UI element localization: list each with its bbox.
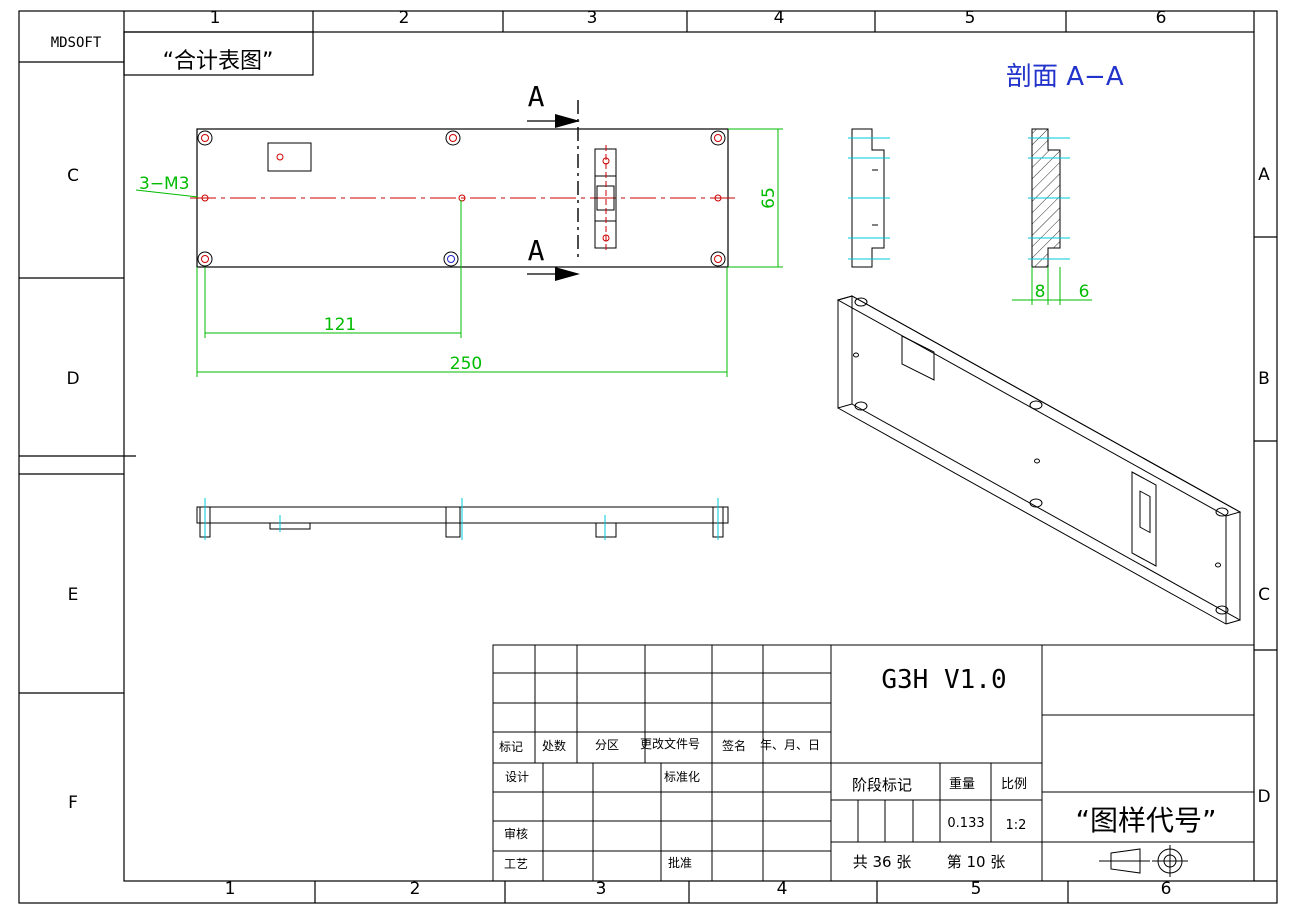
dim-6: 6 bbox=[1079, 282, 1090, 302]
label-design: 设计 bbox=[505, 770, 529, 784]
projection-symbol-icon bbox=[1099, 845, 1188, 877]
col-bottom-2: 2 bbox=[410, 879, 421, 899]
weight-value: 0.133 bbox=[947, 816, 984, 831]
dimensions bbox=[135, 128, 783, 377]
mirror-title: “合计表图” bbox=[163, 49, 274, 74]
col-bottom-6: 6 bbox=[1161, 879, 1172, 899]
row-right-d: D bbox=[1257, 787, 1270, 807]
row-right-c: C bbox=[1258, 585, 1270, 605]
header-date: 年、月、日 bbox=[760, 738, 820, 752]
top-view: A A bbox=[190, 80, 735, 281]
label-weight: 重量 bbox=[949, 776, 975, 792]
row-right-b: B bbox=[1258, 369, 1270, 389]
sheet-number: 第 10 张 bbox=[947, 853, 1006, 871]
header-change-doc: 更改文件号 bbox=[640, 736, 700, 751]
header-sign: 签名 bbox=[722, 738, 746, 753]
col-top-4: 4 bbox=[774, 8, 785, 28]
section-mark-top: A bbox=[528, 80, 545, 113]
col-top-3: 3 bbox=[587, 8, 598, 28]
drawing-code: “图样代号” bbox=[1075, 804, 1216, 837]
col-bottom-5: 5 bbox=[971, 879, 982, 899]
header-mark: 标记 bbox=[499, 740, 523, 754]
dim-65: 65 bbox=[759, 187, 779, 209]
col-top-2: 2 bbox=[399, 8, 410, 28]
title-block-grid bbox=[492, 644, 1255, 882]
label-process: 工艺 bbox=[504, 857, 528, 871]
thread-note: 3−M3 bbox=[139, 174, 190, 194]
col-top-5: 5 bbox=[965, 8, 976, 28]
sheets-total: 共 36 张 bbox=[853, 853, 912, 871]
col-bottom-1: 1 bbox=[225, 879, 236, 899]
dim-8: 8 bbox=[1035, 282, 1046, 302]
scale-value: 1:2 bbox=[1006, 818, 1027, 833]
row-left-e: E bbox=[68, 585, 79, 605]
label-stage: 阶段标记 bbox=[852, 776, 912, 794]
row-left-f: F bbox=[68, 793, 78, 813]
front-view bbox=[196, 498, 729, 540]
col-top-1: 1 bbox=[210, 8, 221, 28]
header-zone: 分区 bbox=[595, 738, 619, 752]
row-left-c: C bbox=[67, 166, 79, 186]
drawing-name: G3H V1.0 bbox=[881, 665, 1006, 695]
row-right-a: A bbox=[1258, 165, 1270, 185]
label-check: 审核 bbox=[504, 826, 528, 841]
section-view bbox=[1012, 128, 1092, 305]
dim-250: 250 bbox=[450, 354, 482, 374]
isometric-view bbox=[836, 295, 1242, 625]
label-standard: 标准化 bbox=[664, 770, 700, 784]
label-scale: 比例 bbox=[1001, 777, 1027, 792]
header-count: 处数 bbox=[542, 738, 566, 753]
row-left-d: D bbox=[66, 369, 79, 389]
col-bottom-3: 3 bbox=[596, 879, 607, 899]
section-title: 剖面 A−A bbox=[1006, 62, 1124, 92]
dim-121: 121 bbox=[324, 315, 356, 335]
side-view bbox=[848, 128, 890, 268]
label-approve: 批准 bbox=[668, 855, 692, 870]
col-bottom-4: 4 bbox=[777, 879, 788, 899]
corner-label: MDSOFT bbox=[51, 35, 102, 51]
section-mark-bottom: A bbox=[528, 234, 545, 267]
col-top-6: 6 bbox=[1156, 8, 1167, 28]
